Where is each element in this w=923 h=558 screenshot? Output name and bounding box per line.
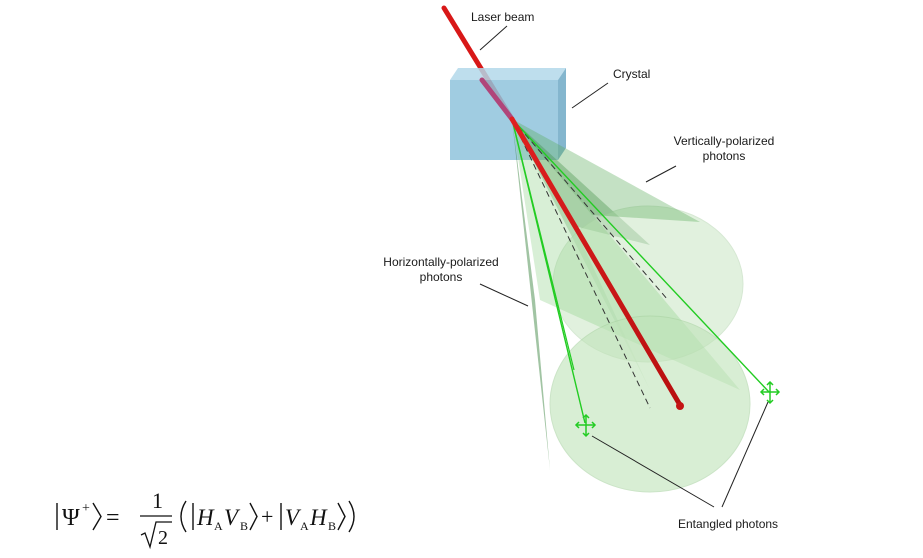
vertical-cone [512,119,744,390]
crystal-front-face [450,80,558,160]
term1-V: V [224,505,241,530]
photon-path-b [511,118,770,393]
crystal-label: Crystal [613,67,650,81]
term2-sub-B: B [328,519,336,533]
vertical-label-line2: photons [703,149,746,163]
term1-sub-A: A [214,519,223,533]
entangled-leader-a [591,435,715,508]
sum-sign: + [261,504,273,529]
horizontal-cone-base [549,315,751,493]
psi-symbol: Ψ [62,505,80,531]
laser-beam-end [676,402,684,410]
laser-label-leader [479,25,508,51]
fraction-numerator: 1 [152,488,163,513]
crystal-top-face [450,68,566,80]
entangled-photons-label: Entangled photons [678,517,778,531]
laser-beam-outgoing [509,116,683,408]
photon-marker-b [759,380,781,405]
horizontal-label-leader [479,283,529,307]
fraction-radicand: 2 [158,527,168,549]
crystal-label-leader [571,82,609,109]
horizontal-cone-body [512,119,550,470]
entangled-leader-b [721,401,769,508]
ket-angle-2 [337,502,346,531]
term2-V: V [285,505,302,530]
bell-state-formula: Ψ + = 1 2 H A V B + V A H B [56,488,355,550]
psi-superscript: + [82,501,90,516]
laser-beam-in-crystal [479,77,515,122]
ket-angle-psi [92,502,102,531]
vertical-label-line1: Vertically-polarized [674,134,775,148]
horizontal-label-line1: Horizontally-polarized [383,255,498,269]
horizontal-cone [512,119,751,493]
vertical-cone-upper [512,119,700,222]
horizontal-cone-axis [511,118,651,409]
photon-marker-a [574,413,597,438]
equals-sign: = [106,505,120,531]
laser-beam-label: Laser beam [471,10,534,24]
vertical-label-leader [645,165,677,183]
sqrt-sign [140,521,172,550]
term1-H: H [196,505,215,530]
right-paren [348,500,355,533]
term2-H: H [309,505,328,530]
crystal [450,68,566,160]
cone-edge-green [511,118,575,371]
ket-angle-1 [249,502,258,531]
left-paren [180,500,187,533]
term2-sub-A: A [300,519,309,533]
horizontal-label-line2: photons [420,270,463,284]
term1-sub-B: B [240,519,248,533]
crystal-side-face [558,68,566,160]
